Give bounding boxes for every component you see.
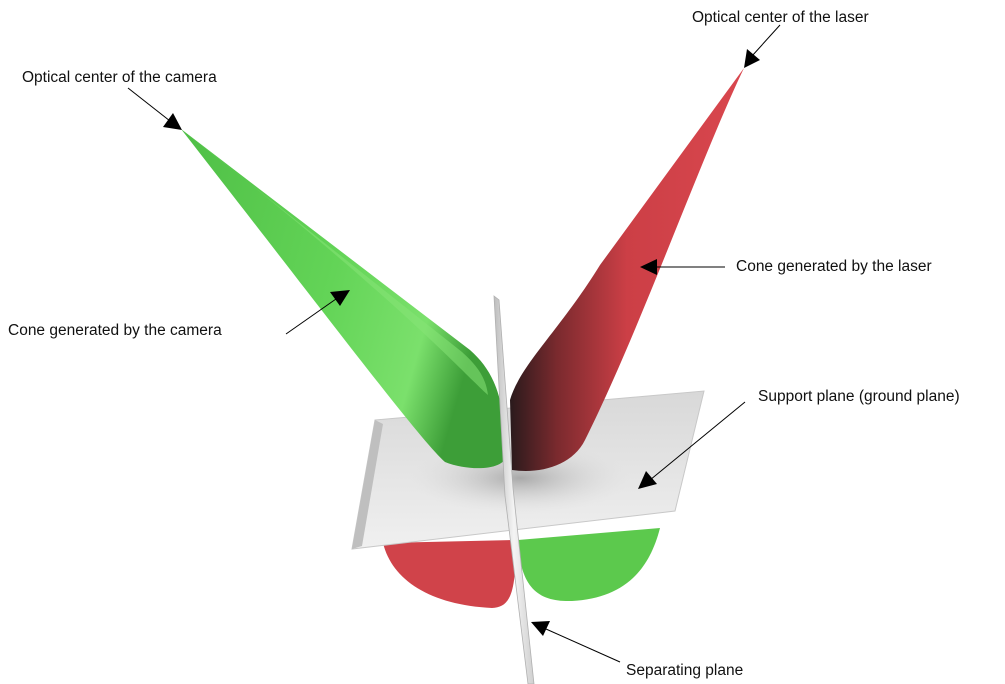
label-separating-plane: Separating plane bbox=[626, 662, 743, 679]
laser-cone bbox=[510, 68, 744, 471]
camera-cone-lower bbox=[518, 528, 660, 602]
arrow-support-plane bbox=[638, 401, 746, 489]
arrow-camera-cone bbox=[285, 290, 350, 335]
label-camera-center: Optical center of the camera bbox=[22, 69, 217, 86]
arrow-laser-cone bbox=[640, 259, 725, 275]
arrow-separating-plane bbox=[531, 621, 621, 663]
label-support-plane: Support plane (ground plane) bbox=[758, 388, 960, 405]
separating-plane bbox=[493, 295, 535, 684]
label-laser-cone: Cone generated by the laser bbox=[736, 258, 932, 275]
label-laser-center: Optical center of the laser bbox=[692, 9, 869, 26]
label-camera-cone: Cone generated by the camera bbox=[8, 322, 222, 339]
support-plane-edge bbox=[352, 420, 383, 549]
arrow-camera-center bbox=[127, 87, 182, 130]
arrow-laser-center bbox=[744, 24, 781, 68]
laser-cone-lower bbox=[383, 540, 516, 608]
